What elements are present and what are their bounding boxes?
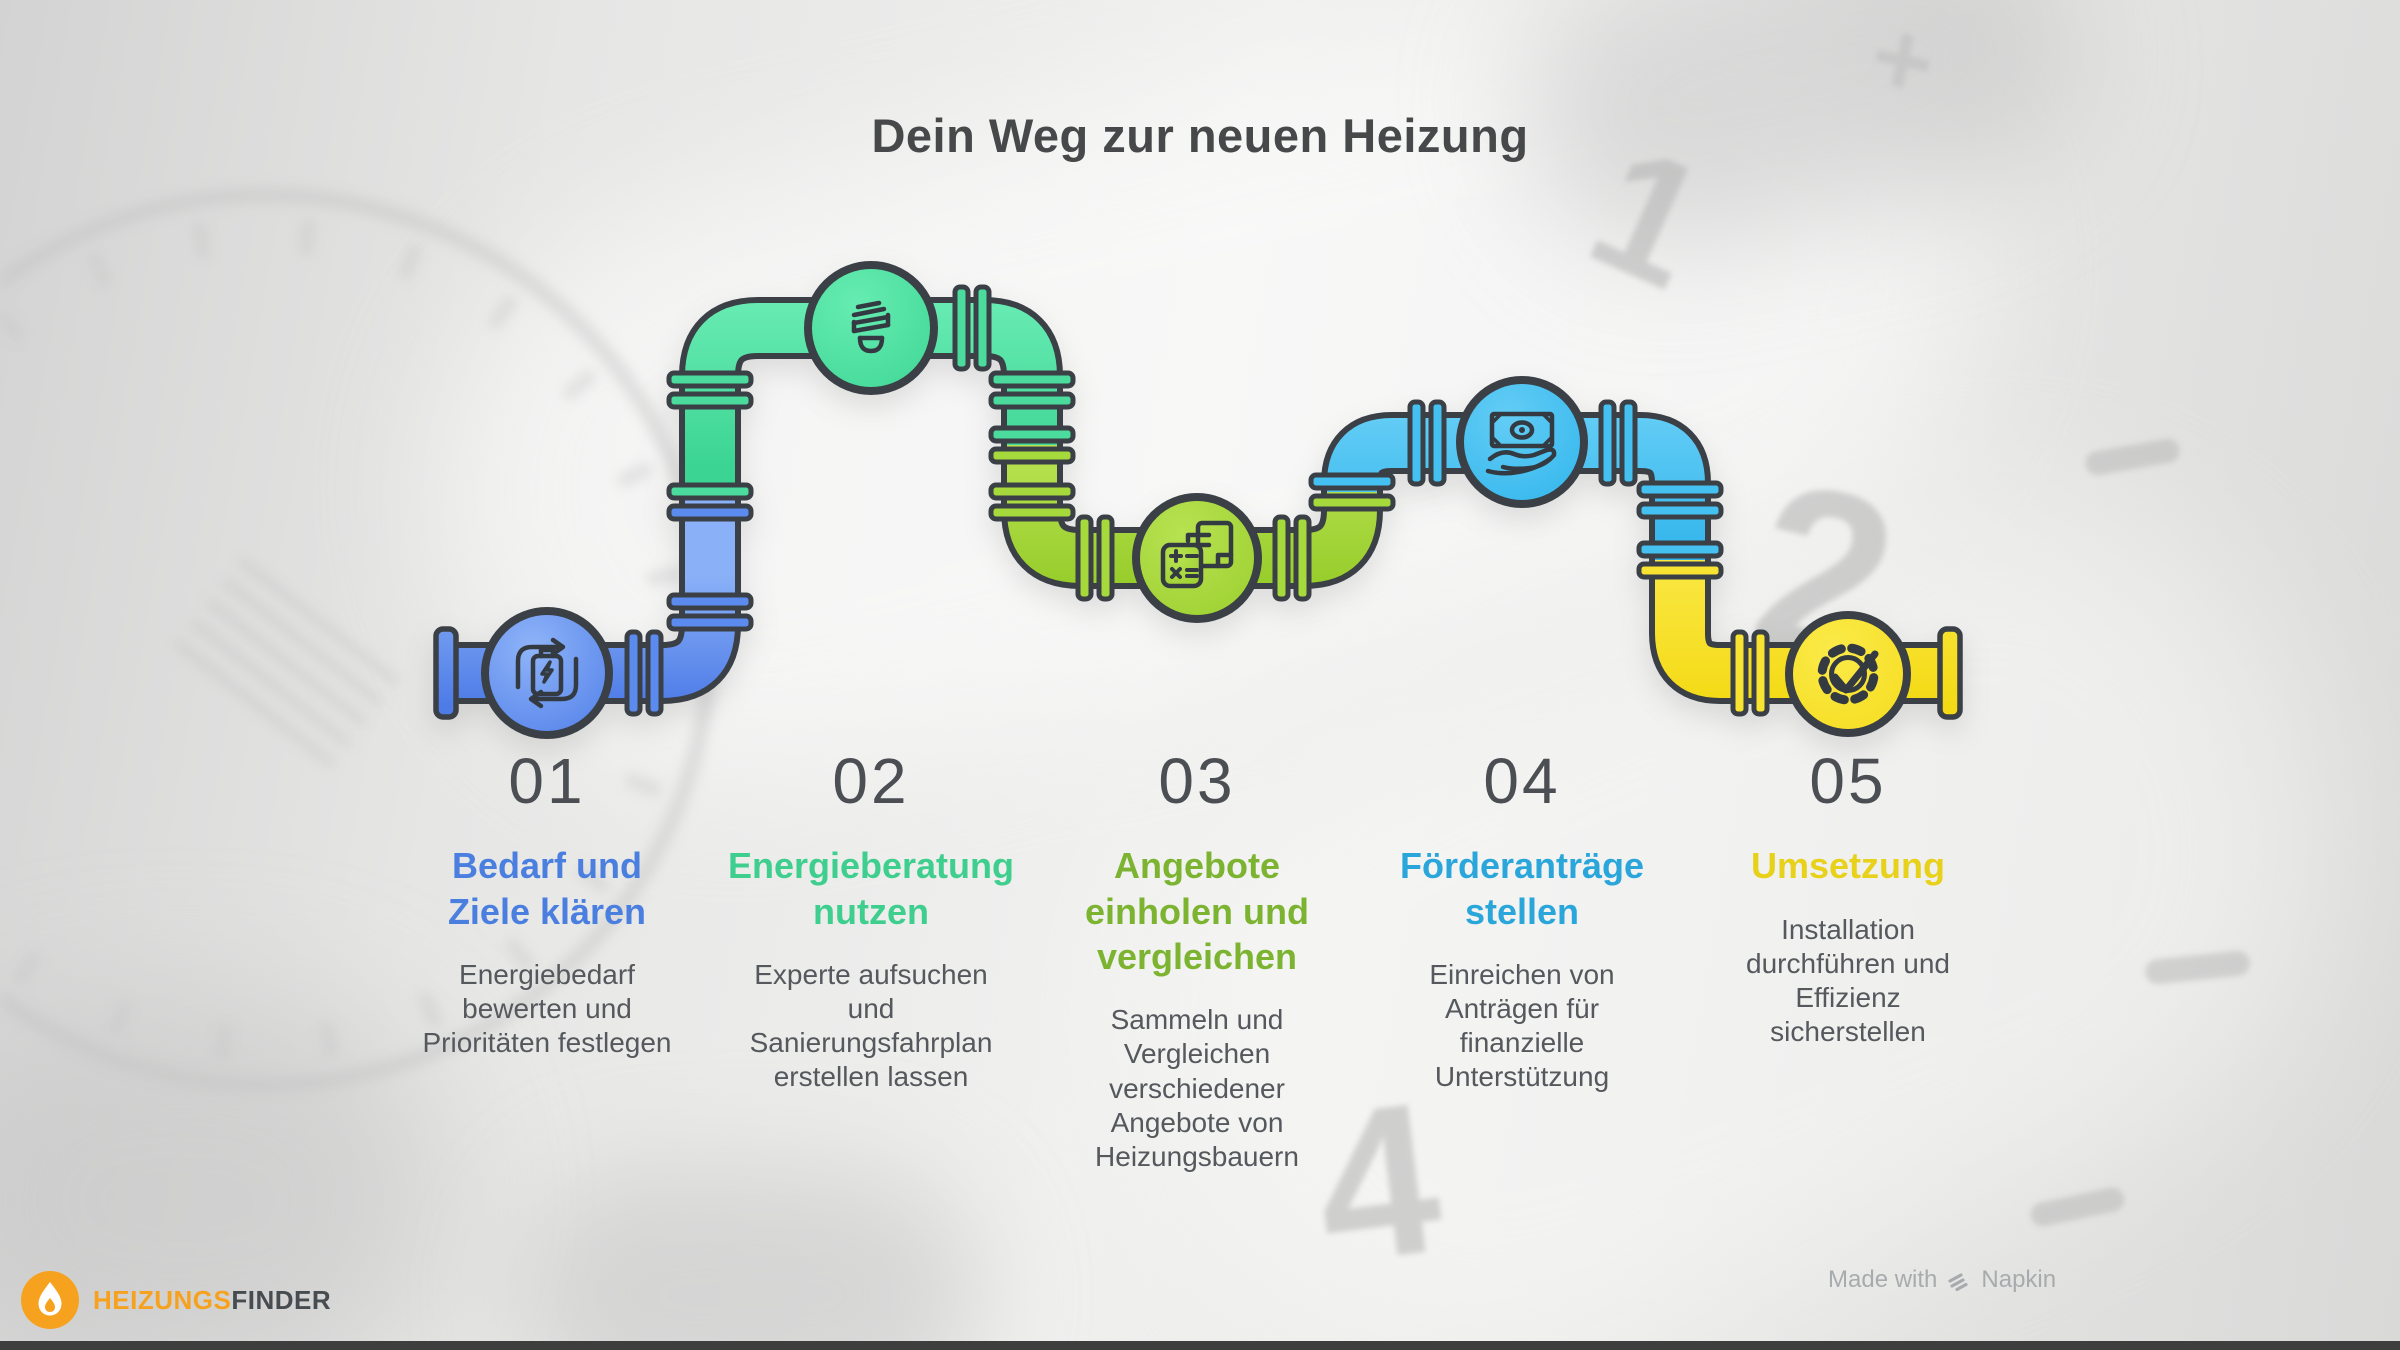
calculator-document-icon [1160,520,1234,589]
step-number: 02 [832,745,910,817]
pipe-segment-yellow [1655,560,1942,698]
gear-check-icon [1817,643,1879,705]
credit-brand: Napkin [1981,1266,2057,1293]
energy-saving-bulb-icon [851,300,891,354]
battery-sync-icon [515,637,579,709]
step-heading: Bedarf und Ziele klären [447,845,647,932]
step-4-node [1456,376,1588,508]
pipe-endcap-right [1937,626,1963,720]
step-5-node [1785,611,1911,737]
flame-icon [21,1271,79,1329]
step-description: Sammeln und Vergleichen verschiedener An… [1095,1004,1299,1172]
step-description: Installation durchführen und Effizienz s… [1746,913,1950,1048]
step-column-3: 03 Angebote einholen und vergleichen Sam… [1027,745,1367,1174]
step-description: Experte aufsuchen und Sanierungsfahrplan… [749,958,993,1093]
brand-part-2: FINDER [231,1284,332,1315]
step-number: 03 [1158,745,1236,817]
step-description: Einreichen von Anträgen für finanzielle … [1429,958,1615,1093]
brand-part-1: HEIZUNGS [93,1284,232,1315]
step-heading: Förderanträge stellen [1399,845,1645,932]
pipe-endcaps [433,626,1963,720]
pipe-couplings [624,284,1770,717]
step-heading: Umsetzung [1750,845,1945,887]
step-number: 01 [508,745,586,817]
napkin-logo-icon [1948,1273,1968,1292]
page-title: Dein Weg zur neuen Heizung [871,109,1529,162]
heizungsfinder-logo[interactable]: HEIZUNGSFINDER [21,1271,331,1329]
step-column-4: 04 Förderanträge stellen Einreichen von … [1352,745,1692,1095]
step-column-2: 02 Energieberatung nutzen Experte aufsuc… [701,745,1041,1095]
step-heading: Energieberatung nutzen [727,845,1015,932]
napkin-credit[interactable]: Made with Napkin [1828,1266,2056,1294]
step-column-1: 01 Bedarf und Ziele klären Energiebedarf… [377,745,717,1060]
step-column-5: 05 Umsetzung Installation durchführen un… [1678,745,2018,1049]
step-heading: Angebote einholen und vergleichen [1085,845,1309,977]
brand-wordmark: HEIZUNGSFINDER [93,1285,331,1316]
pipe-endcap-left [433,626,459,720]
step-number: 05 [1809,745,1887,817]
bottom-edge-bar [0,1341,2400,1350]
credit-prefix: Made with [1828,1266,1938,1293]
money-hand-icon [1485,411,1557,476]
step-number: 04 [1483,745,1561,817]
step-description: Energiebedarf bewerten und Prioritäten f… [422,958,672,1059]
